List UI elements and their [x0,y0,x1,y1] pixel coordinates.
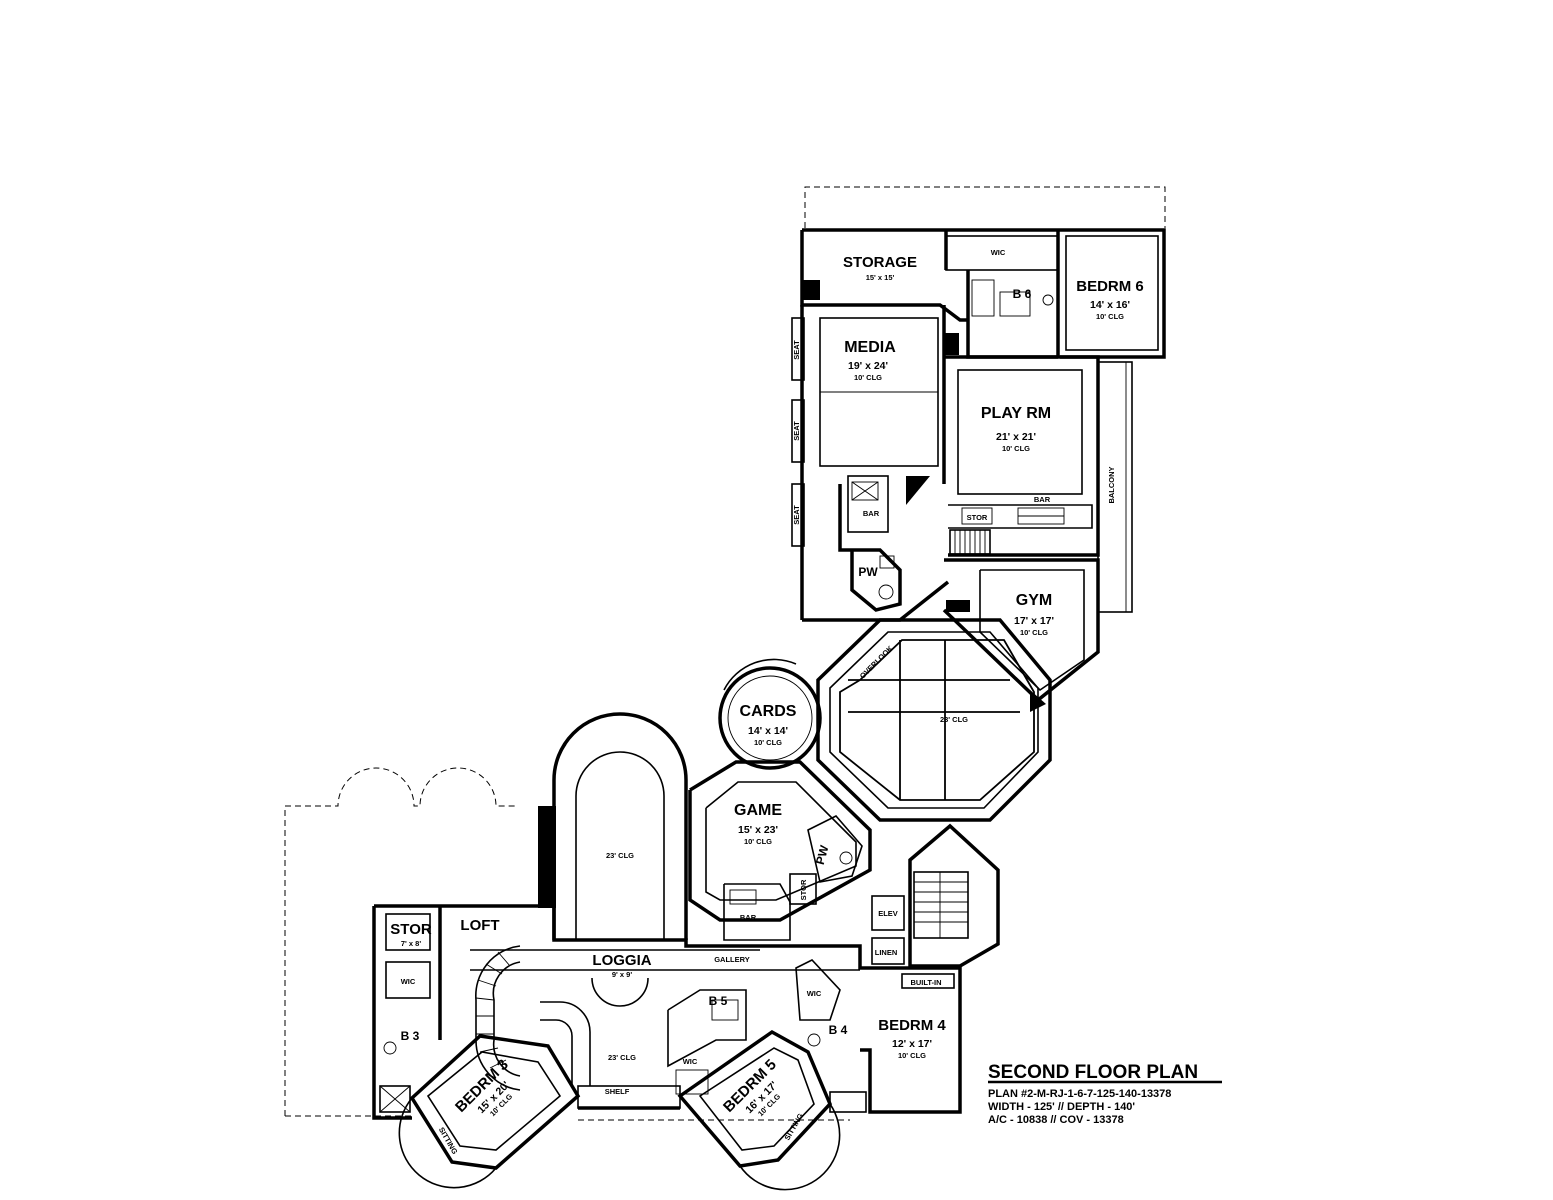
media-room [791,305,946,620]
label-overlook: OVERLOOK [858,643,895,680]
label-b4: B 4 [829,1023,848,1037]
label-wic-left: WIC [401,977,416,986]
label-bedrm4: BEDRM 4 [878,1017,946,1034]
labels: STORAGE 15' x 15' WIC B 6 BEDRM 6 14' x … [390,248,1143,1156]
dim-cards: 14' x 14' [748,725,788,737]
balcony [1097,361,1133,613]
grand-stair [475,945,591,1091]
clg-overlook: 23' CLG [940,715,968,724]
label-stor-left: STOR [390,921,432,938]
label-cards: CARDS [740,703,797,720]
label-bedrm6: BEDRM 6 [1076,278,1144,295]
dim-gym: 17' x 17' [1014,615,1054,627]
shelf-area [577,1085,850,1121]
clg-bedrm4: 10' CLG [898,1051,926,1060]
label-play-room: PLAY RM [981,405,1051,422]
label-b6: B 6 [1013,287,1032,301]
clg-bedrm6: 10' CLG [1096,312,1124,321]
clg-tower: 23' CLG [606,851,634,860]
cards-room [718,658,822,770]
stair-play [949,529,991,555]
game-services [723,815,863,941]
tower [538,712,688,941]
label-pw-game: PW [813,843,832,866]
plan-dimensions: WIDTH - 125' // DEPTH - 140' [988,1101,1135,1113]
dim-loggia: 9' x 9' [612,970,632,979]
label-elev: ELEV [878,909,898,918]
clg-cards: 10' CLG [754,738,782,747]
label-storage: STORAGE [843,254,917,271]
label-shelf: SHELF [605,1087,630,1096]
right-bedrooms [667,944,962,1114]
label-gallery: GALLERY [714,955,750,964]
dim-bedrm6: 14' x 16' [1090,299,1130,311]
clg-stair: 23' CLG [608,1053,636,1062]
play-room [944,355,1100,557]
stair-right [871,823,1000,968]
clg-gym: 10' CLG [1020,628,1048,637]
label-bar-play: BAR [1034,495,1051,504]
gallery-spine [374,904,860,1007]
title-block: SECOND FLOOR PLAN PLAN #2-M-RJ-1-6-7-125… [988,1062,1222,1126]
roof-outline-top [804,186,1166,228]
label-built-in: BUILT-IN [910,978,941,987]
label-loggia: LOGGIA [592,952,651,969]
plan-title: SECOND FLOOR PLAN [988,1062,1198,1083]
label-wic-top: WIC [991,248,1006,257]
label-bar-top: BAR [863,509,880,518]
label-loft: LOFT [460,917,499,934]
label-linen: LINEN [875,948,898,957]
label-seat-3: SEAT [792,505,801,525]
overlook [816,618,1052,822]
label-stor-game: STOR [799,879,808,900]
porte-cochere-outline [284,767,515,1117]
dim-storage: 15' x 15' [866,273,895,282]
label-b5: B 5 [709,994,728,1008]
dim-media: 19' x 24' [848,360,888,372]
bar-pw-top [802,475,950,622]
label-pw-top: PW [858,565,878,579]
label-wic-b4: WIC [807,989,822,998]
north-wing-walls [800,228,1166,359]
label-seat-1: SEAT [792,340,801,360]
label-bar-game: BAR [740,913,757,922]
label-sitting-right: SITTING [783,1112,806,1142]
clg-media: 10' CLG [854,373,882,382]
plan-area: A/C - 10838 // COV - 13378 [988,1114,1124,1126]
label-wic-b5: WIC [683,1057,698,1066]
plan-number: PLAN #2-M-RJ-1-6-7-125-140-13378 [988,1088,1171,1100]
clg-game: 10' CLG [744,837,772,846]
label-b3: B 3 [401,1029,420,1043]
label-game: GAME [734,802,782,819]
left-wing [372,906,442,1120]
label-media: MEDIA [844,339,896,356]
label-stor-play: STOR [967,513,988,522]
dim-play-room: 21' x 21' [996,431,1036,443]
clg-play-room: 10' CLG [1002,444,1030,453]
label-gym: GYM [1016,592,1052,609]
label-balcony: BALCONY [1107,466,1116,503]
dim-stor-left: 7' x 8' [401,939,421,948]
label-seat-2: SEAT [792,421,801,441]
dim-bedrm4: 12' x 17' [892,1038,932,1050]
dim-game: 15' x 23' [738,824,778,836]
